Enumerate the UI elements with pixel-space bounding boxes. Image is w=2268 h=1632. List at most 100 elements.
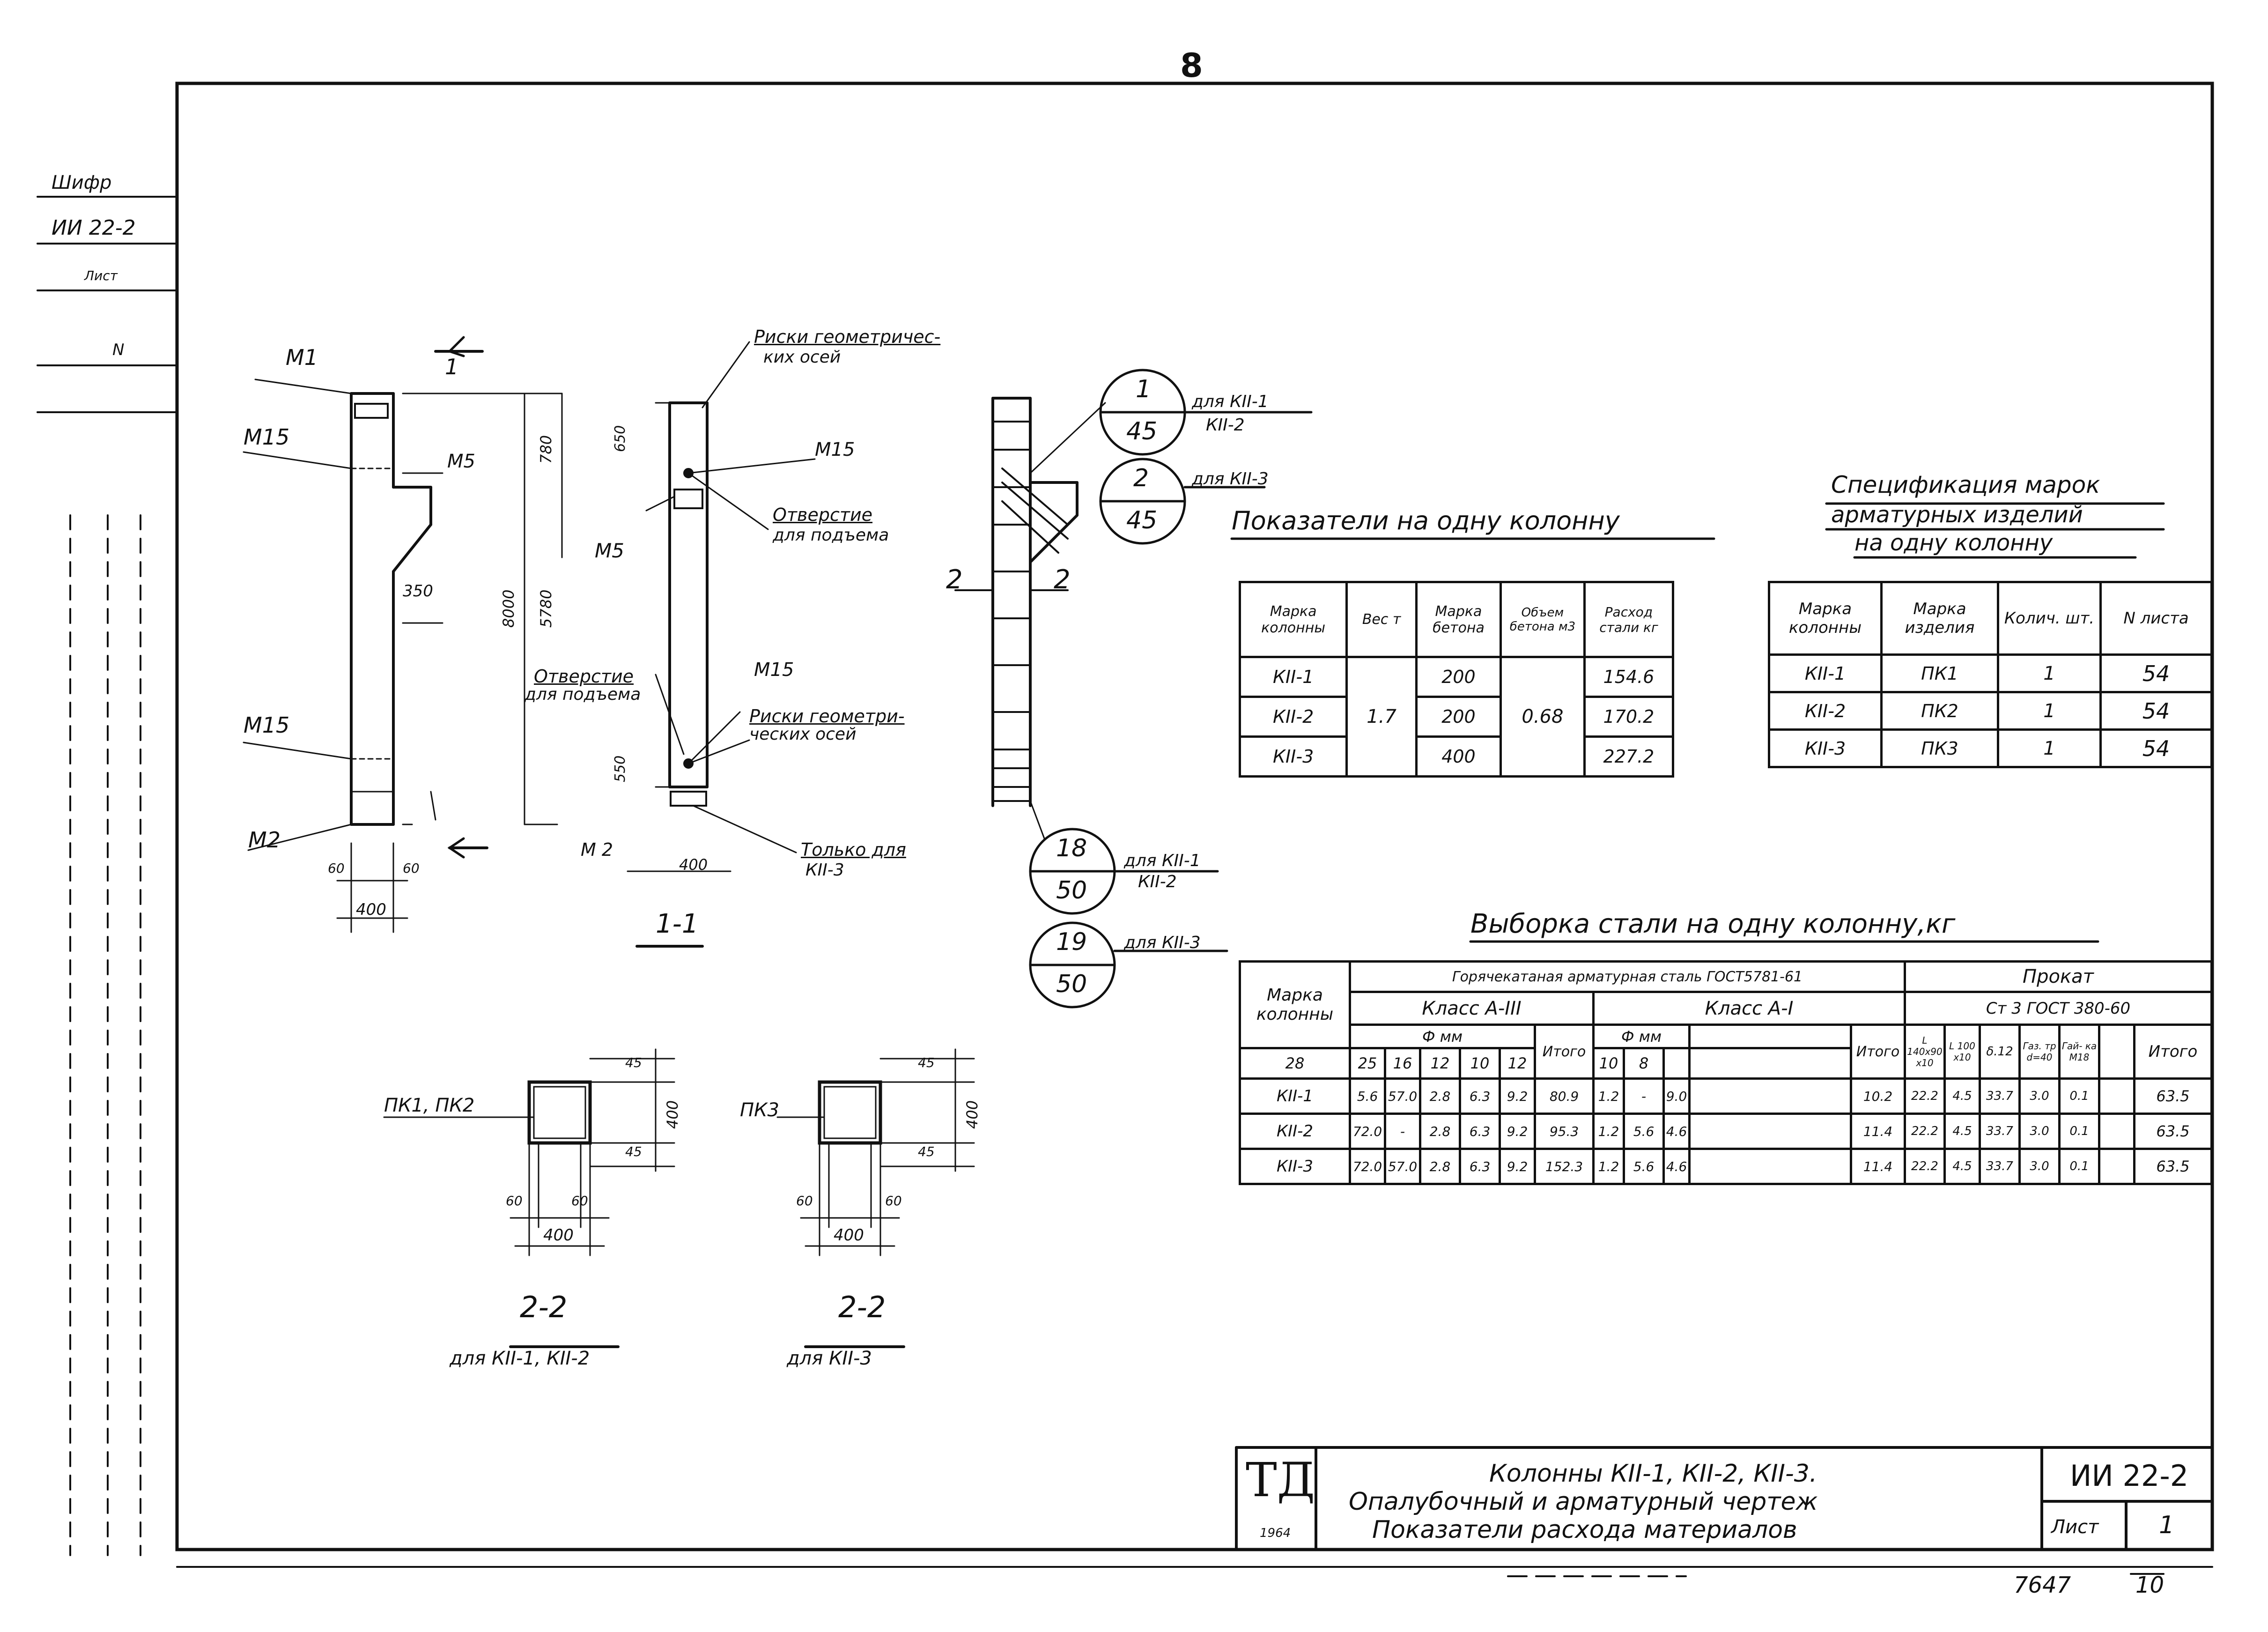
steel-d3: 10: [1459, 1047, 1501, 1080]
label-m5-b: М5: [595, 539, 624, 562]
section-1-1-leaders: [627, 341, 816, 948]
steel-cell: 95.3: [1534, 1113, 1595, 1150]
section-a-d45b: 45: [625, 1144, 642, 1159]
note-only: Только для: [801, 839, 906, 860]
steel-cell: КII-2: [1239, 1113, 1351, 1150]
spec-title-2: арматурных изделий: [1831, 502, 2083, 528]
section-1-1: [668, 401, 709, 807]
steel-d3: 12: [1419, 1047, 1461, 1080]
specification-table: Марка колонны Марка изделия Колич. шт. N…: [1768, 581, 2213, 768]
steel-cell: 5.6: [1349, 1077, 1386, 1115]
steel-cell: 152.3: [1534, 1148, 1595, 1185]
steel-cell: 4.5: [1943, 1077, 1981, 1115]
ind-row-mark: КII-2: [1238, 696, 1348, 738]
dim-8000: 8000: [500, 589, 517, 628]
steel-cell: 5.6: [1623, 1113, 1665, 1150]
title-logo-sub: 1964: [1260, 1526, 1291, 1540]
dim-550: 550: [612, 755, 628, 782]
steel-d3: 16: [1384, 1047, 1421, 1080]
steel-cell: КII-1: [1239, 1077, 1351, 1115]
section-b-d60a: 60: [796, 1193, 813, 1209]
steel-cell: 57.0: [1384, 1077, 1421, 1115]
dim-60-b: 60: [403, 861, 420, 876]
note-hole-b: Отверстие: [773, 504, 873, 525]
steel-h-rolled-std: Ст 3 ГОСТ 380-60: [1904, 991, 2213, 1026]
note-risk-b: Риски геометри-: [749, 706, 905, 727]
callout-2-note1: для КII-3: [1192, 469, 1269, 489]
steel-cell-blank: [2098, 1113, 2135, 1150]
section-2-2-b-lines: [776, 1048, 975, 1348]
section-b-d400v: 400: [963, 1100, 981, 1129]
label-m15-a: М15: [244, 424, 290, 450]
ind-h-weight: Вес т: [1345, 581, 1418, 658]
title-sheet-label: Лист: [2051, 1516, 2099, 1538]
steel-h-blank2: [2098, 1024, 2135, 1080]
indicators-table: Марка колонны Вес т Марка бетона Объем б…: [1238, 581, 1675, 778]
title-logo: ТД: [1246, 1453, 1315, 1507]
steel-d3: 25: [1349, 1047, 1386, 1080]
spec-cell: 1: [1996, 728, 2102, 768]
steel-d1-blank: [1662, 1047, 1691, 1080]
page-number: 8: [1180, 46, 1203, 85]
steel-cell-blank: [1688, 1148, 1852, 1185]
spec-h-item: Марка изделия: [1880, 581, 2000, 656]
steel-cell: 4.5: [1943, 1113, 1981, 1150]
section-mark-1: 1: [445, 354, 459, 379]
title-line-2: Опалубочный и арматурный чертеж: [1349, 1488, 1818, 1516]
section-mark-2-right: 2: [1054, 564, 1071, 595]
section-a-d60b: 60: [571, 1193, 588, 1209]
callout-19-sheet: 50: [1056, 970, 1087, 998]
section-b-d400h: 400: [834, 1226, 864, 1245]
dim-5780: 5780: [537, 589, 555, 628]
note-risk-b2: ческих осей: [749, 725, 857, 744]
steel-title: Выборка стали на одну колонну,кг: [1470, 909, 1956, 939]
callout-19-note1: для КII-3: [1124, 933, 1201, 952]
steel-cell: 0.1: [2058, 1113, 2100, 1150]
spec-title-3: на одну колонну: [1854, 530, 2053, 556]
callout-1-num: 1: [1136, 375, 1152, 403]
side-stamp-lines: [37, 196, 178, 1556]
callout-1-note2: КII-2: [1206, 415, 1245, 435]
callout-18-num: 18: [1056, 834, 1087, 862]
steel-h-total3: Итого: [1534, 1024, 1595, 1080]
steel-cell: -: [1384, 1113, 1421, 1150]
ind-row-steel: 154.6: [1583, 656, 1675, 698]
ind-row-mark: КII-1: [1238, 656, 1348, 698]
title-line-1: Колонны КII-1, КII-2, КII-3.: [1489, 1460, 1817, 1488]
steel-cell: 6.3: [1459, 1148, 1501, 1185]
steel-cell-blank: [1688, 1077, 1852, 1115]
ind-h-concrete: Марка бетона: [1415, 581, 1502, 658]
note-hole-a: Отверстие: [534, 666, 634, 687]
side-code-value: ИИ 22-2: [52, 216, 136, 240]
steel-cell: 1.2: [1592, 1077, 1625, 1115]
spec-cell: 54: [2099, 691, 2213, 731]
steel-cell: 63.5: [2133, 1077, 2213, 1115]
spec-cell: 1: [1996, 653, 2102, 693]
callout-2-sheet: 45: [1126, 506, 1158, 534]
label-m15-c: М15: [815, 439, 855, 460]
ind-row-steel: 170.2: [1583, 696, 1675, 738]
dim-400-b: 400: [679, 856, 708, 874]
steel-h-r0: L 140x90 x10: [1904, 1024, 1946, 1080]
dim-780: 780: [537, 435, 555, 464]
label-m15-b: М15: [244, 712, 290, 738]
section-b-d60b: 60: [885, 1193, 902, 1209]
side-sheet-label: Лист: [84, 268, 118, 283]
steel-cell: 33.7: [1979, 1148, 2021, 1185]
indicators-title: Показатели на одну колонну: [1232, 506, 1620, 535]
steel-cell: 4.6: [1662, 1148, 1691, 1185]
note-only2: КII-3: [805, 861, 844, 880]
elevation-dimensions: [243, 336, 563, 933]
section-b-d45a: 45: [918, 1055, 935, 1070]
callout-19-num: 19: [1056, 928, 1087, 956]
steel-cell: 0.1: [2058, 1148, 2100, 1185]
callout-1-note1: для КII-1: [1192, 392, 1269, 411]
steel-h-phi1: Ф мм: [1592, 1024, 1691, 1049]
steel-cell-blank: [2098, 1148, 2135, 1185]
steel-cell: 63.5: [2133, 1113, 2213, 1150]
dim-60-a: 60: [328, 861, 345, 876]
steel-cell: КII-3: [1239, 1148, 1351, 1185]
callout-18-note2: КII-2: [1138, 872, 1177, 891]
steel-h-r4: Гай- ка М18: [2058, 1024, 2100, 1080]
